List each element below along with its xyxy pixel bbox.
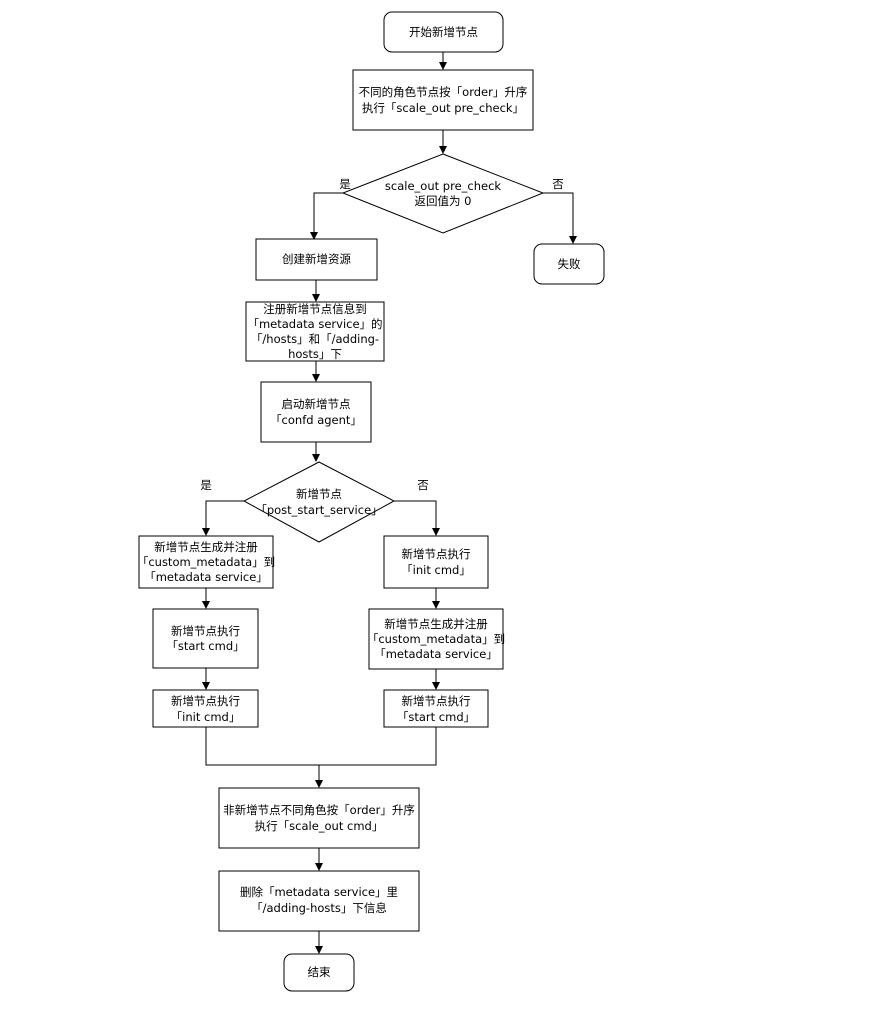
right-start-cmd-text-1: 新增节点执行 xyxy=(402,694,471,708)
decision2-node: 新增节点 「post_start_service」 xyxy=(242,461,396,543)
edge-decision2-no xyxy=(394,500,440,536)
start-agent-text-2: 「confd agent」 xyxy=(270,413,362,427)
edge-decision1-yes xyxy=(310,192,343,240)
delete-text-1: 删除「metadata service」里 xyxy=(240,885,398,899)
decision1-node: scale_out pre_check 返回值为 0 xyxy=(341,153,545,234)
left-start-cmd-node: 新增节点执行 「start cmd」 xyxy=(152,608,259,669)
left-generate-text-3: 「metadata service」 xyxy=(144,570,268,584)
register-text-4: hosts」下 xyxy=(288,347,342,361)
end-node-text: 结束 xyxy=(308,965,331,979)
edge-merge xyxy=(205,727,437,766)
register-text-3: 「/hosts」和「/adding- xyxy=(251,332,379,346)
left-start-cmd-text-2: 「start cmd」 xyxy=(166,639,244,653)
start-agent-node: 启动新增节点 「confd agent」 xyxy=(260,381,372,443)
right-init-cmd-node: 新增节点执行 「init cmd」 xyxy=(383,535,489,589)
start-agent-text-1: 启动新增节点 xyxy=(282,397,351,411)
register-text-2: 「metadata service」的 xyxy=(247,317,382,331)
left-generate-text-1: 新增节点生成并注册 xyxy=(154,540,258,554)
decision1-text-2: 返回值为 0 xyxy=(415,194,472,208)
left-generate-text-2: 「custom_metadata」到 xyxy=(137,555,275,569)
edge-decision1-no xyxy=(543,192,577,244)
left-init-cmd-text-1: 新增节点执行 xyxy=(171,694,240,708)
left-generate-node: 新增节点生成并注册 「custom_metadata」到 「metadata s… xyxy=(137,535,275,589)
decision1-no-label: 否 xyxy=(552,177,564,191)
right-start-cmd-text-2: 「start cmd」 xyxy=(397,710,475,724)
delete-text-2: 「/adding-hosts」下信息 xyxy=(251,901,387,915)
right-generate-text-1: 新增节点生成并注册 xyxy=(384,617,488,631)
scale-out-text-1: 非新增节点不同角色按「order」升序 xyxy=(223,803,415,817)
start-node-text: 开始新增节点 xyxy=(409,25,478,39)
register-text-1: 注册新增节点信息到 xyxy=(263,302,367,316)
right-start-cmd-node: 新增节点执行 「start cmd」 xyxy=(383,689,489,728)
scale-out-text-2: 执行「scale_out cmd」 xyxy=(255,819,384,833)
create-node: 创建新增资源 xyxy=(255,238,378,281)
left-init-cmd-node: 新增节点执行 「init cmd」 xyxy=(152,689,259,728)
fail-node: 失败 xyxy=(533,243,605,285)
left-start-cmd-text-1: 新增节点执行 xyxy=(171,624,240,638)
decision2-no-label: 否 xyxy=(417,478,429,492)
decision2-yes-label: 是 xyxy=(200,478,212,492)
edge-decision2-yes xyxy=(202,500,244,536)
decision2-text-1: 新增节点 xyxy=(296,487,342,501)
right-generate-node: 新增节点生成并注册 「custom_metadata」到 「metadata s… xyxy=(367,608,505,670)
right-generate-text-3: 「metadata service」 xyxy=(374,647,498,661)
right-init-cmd-text-2: 「init cmd」 xyxy=(401,563,471,577)
precheck-text-2: 执行「scale_out pre_check」 xyxy=(362,101,524,115)
precheck-text-1: 不同的角色节点按「order」升序 xyxy=(359,85,528,99)
start-node: 开始新增节点 xyxy=(383,11,504,53)
create-node-text: 创建新增资源 xyxy=(282,252,351,266)
decision2-text-2: 「post_start_service」 xyxy=(255,503,382,517)
right-generate-text-2: 「custom_metadata」到 xyxy=(367,632,505,646)
scale-out-node: 非新增节点不同角色按「order」升序 执行「scale_out cmd」 xyxy=(218,787,420,849)
end-node: 结束 xyxy=(283,953,355,992)
right-init-cmd-text-1: 新增节点执行 xyxy=(402,547,471,561)
decision1-yes-label: 是 xyxy=(339,177,351,191)
decision1-text-1: scale_out pre_check xyxy=(385,179,501,193)
delete-node: 删除「metadata service」里 「/adding-hosts」下信息 xyxy=(218,870,420,932)
edges xyxy=(202,52,577,954)
register-node: 注册新增节点信息到 「metadata service」的 「/hosts」和「… xyxy=(245,301,385,362)
left-init-cmd-text-2: 「init cmd」 xyxy=(171,710,241,724)
precheck-node: 不同的角色节点按「order」升序 执行「scale_out pre_check… xyxy=(352,69,534,131)
fail-node-text: 失败 xyxy=(558,257,581,271)
